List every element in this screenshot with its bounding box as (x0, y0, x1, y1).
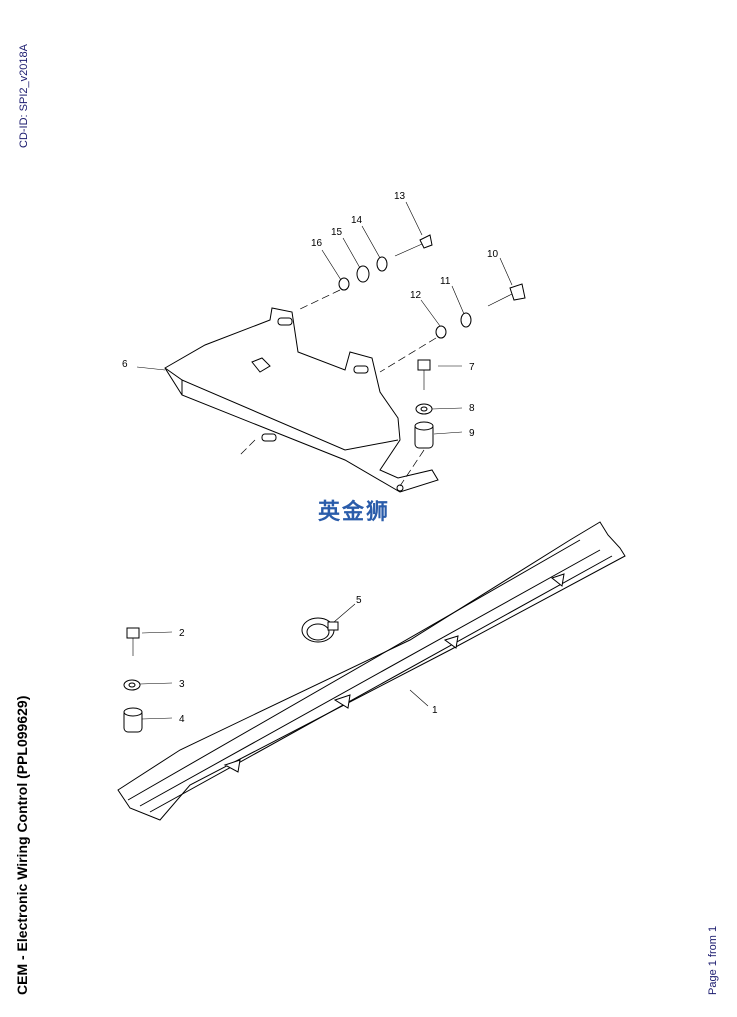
callout-6: 6 (122, 359, 128, 370)
callout-4: 4 (179, 714, 185, 725)
rail-part-1 (117, 521, 626, 821)
callout-10: 10 (487, 249, 499, 260)
callout-16: 16 (311, 238, 323, 249)
fasteners (123, 234, 526, 733)
callout-1: 1 (432, 705, 438, 716)
callout-14: 14 (351, 215, 363, 226)
callout-12: 12 (410, 290, 422, 301)
leader-lines (136, 201, 513, 720)
callout-8: 8 (469, 403, 475, 414)
callout-labels: 1 2 3 4 5 6 7 8 9 10 11 12 13 14 15 16 (122, 191, 499, 725)
watermark: 英金狮 (318, 500, 391, 525)
callout-13: 13 (394, 191, 406, 202)
callout-2: 2 (179, 628, 185, 639)
callout-5: 5 (356, 595, 362, 606)
clip-part-5 (301, 617, 339, 643)
callout-11: 11 (440, 276, 451, 287)
callout-9: 9 (469, 428, 475, 439)
bracket-part-6 (164, 307, 439, 493)
callout-3: 3 (179, 679, 185, 690)
callout-15: 15 (331, 227, 343, 238)
callout-7: 7 (469, 362, 475, 373)
